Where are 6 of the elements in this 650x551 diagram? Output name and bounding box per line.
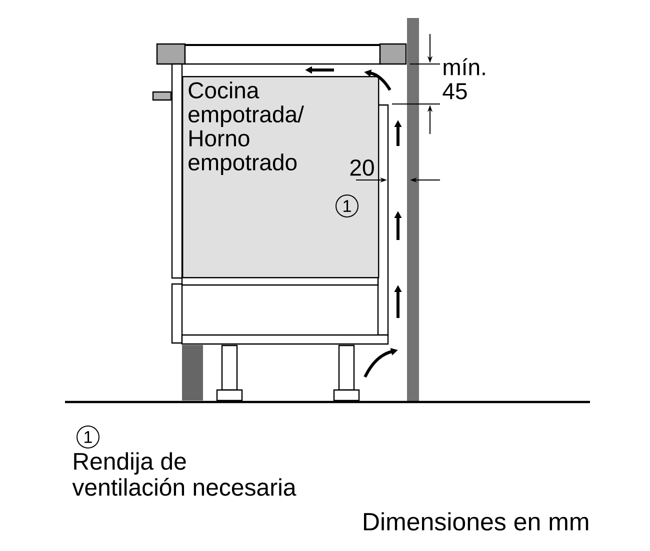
callout-number: 1 — [336, 194, 358, 218]
unit-note: Dimensiones en mm — [364, 512, 588, 531]
dimension-label: 20 — [350, 160, 374, 176]
dimension-label: mín. 45 — [442, 58, 485, 100]
callout-number: 1 — [76, 426, 100, 448]
note-text: Rendija de ventilación necesaria — [72, 452, 296, 496]
